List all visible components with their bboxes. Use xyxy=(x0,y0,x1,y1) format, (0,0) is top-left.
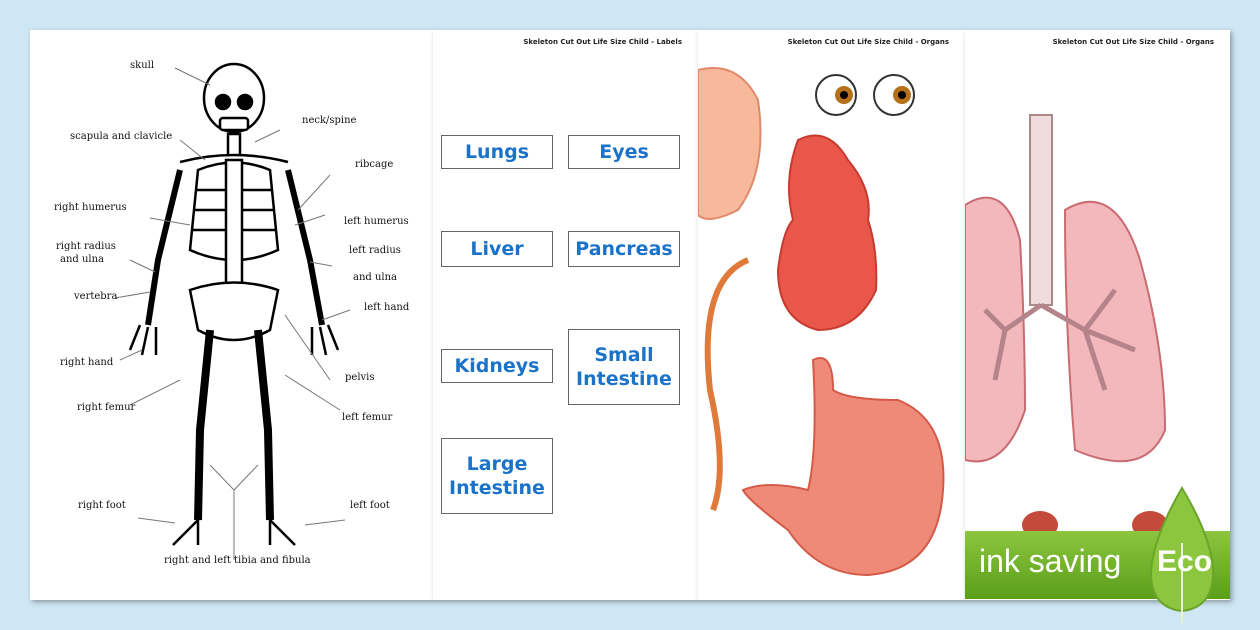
label-card-lungs: Lungs xyxy=(441,135,553,169)
page-header: Skeleton Cut Out Life Size Child - Organ… xyxy=(1052,38,1214,46)
label-card-eyes: Eyes xyxy=(568,135,680,169)
label-vertebra: vertebra xyxy=(74,291,118,302)
label-card-liver: Liver xyxy=(441,231,553,267)
label-left-hand: left hand xyxy=(364,302,410,313)
label-left-humerus: left humerus xyxy=(344,216,409,227)
eye-icon xyxy=(815,74,857,116)
label-skull: skull xyxy=(130,60,155,71)
eye-icon xyxy=(873,74,915,116)
label-card-pancreas: Pancreas xyxy=(568,231,680,267)
label-left-ulna: and ulna xyxy=(353,272,398,283)
label-ribcage: ribcage xyxy=(355,159,394,170)
label-neck-spine: neck/spine xyxy=(302,115,357,126)
stomach-shape xyxy=(741,357,945,577)
label-right-humerus: right humerus xyxy=(54,202,127,213)
label-scapula: scapula and clavicle xyxy=(70,131,173,142)
organs-illustration xyxy=(698,67,945,577)
label-right-foot: right foot xyxy=(78,500,126,511)
brain-shape xyxy=(698,67,762,220)
label-left-foot: left foot xyxy=(350,500,390,511)
label-left-femur: left femur xyxy=(342,412,393,423)
eco-badge-text: ink saving xyxy=(979,543,1122,579)
liver-shape xyxy=(776,134,878,332)
page-header: Skeleton Cut Out Life Size Child - Organ… xyxy=(787,38,949,46)
label-tibia-fibula: right and left tibia and fibula xyxy=(164,555,311,566)
label-right-femur: right femur xyxy=(77,402,136,413)
organs-page-2: Skeleton Cut Out Life Size Child - Organ… xyxy=(965,30,1230,600)
label-right-radius: right radius xyxy=(56,241,116,252)
label-card-large-intestine: Large Intestine xyxy=(441,438,553,514)
organs-page-1: Skeleton Cut Out Life Size Child - Organ… xyxy=(698,30,965,600)
leaf-icon xyxy=(1149,486,1215,623)
label-left-radius: left radius xyxy=(349,245,401,256)
esophagus-shape xyxy=(704,257,750,512)
label-right-ulna: and ulna xyxy=(60,254,105,265)
label-right-hand: right hand xyxy=(60,357,114,368)
lungs-illustration xyxy=(965,114,1168,539)
eco-badge-word: Eco xyxy=(1157,545,1213,578)
skeleton-page: skull scapula and clavicle neck/spine ri… xyxy=(30,30,433,600)
label-pelvis: pelvis xyxy=(345,372,375,383)
page-header: Skeleton Cut Out Life Size Child - Label… xyxy=(523,38,682,46)
label-card-small-intestine: Small Intestine xyxy=(568,329,680,405)
skeleton-illustration xyxy=(114,62,351,560)
labels-page: Skeleton Cut Out Life Size Child - Label… xyxy=(433,30,698,600)
label-card-kidneys: Kidneys xyxy=(441,349,553,383)
eco-ink-saving-badge: ink saving Eco xyxy=(965,486,1230,623)
